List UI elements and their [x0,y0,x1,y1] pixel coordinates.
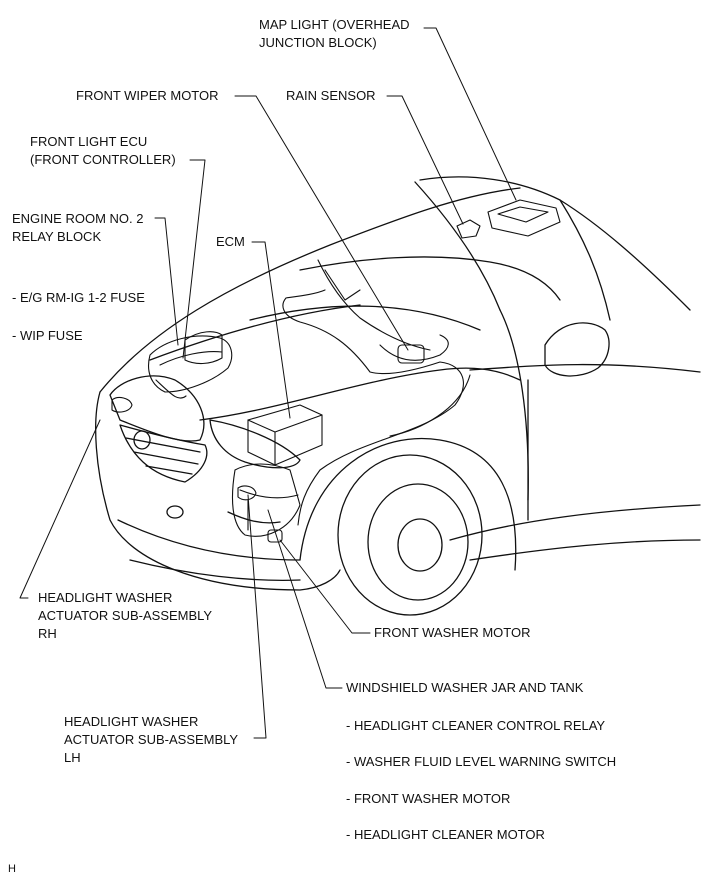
components [111,199,561,543]
wiring-harness [282,289,464,526]
label-headlight-washer-lh: HEADLIGHT WASHER ACTUATOR SUB-ASSEMBLY L… [64,714,239,765]
label-front-washer-motor: FRONT WASHER MOTOR [374,625,531,640]
label-headlight-cleaner-motor: - HEADLIGHT CLEANER MOTOR [346,827,545,842]
leader-lines [19,27,517,739]
label-washer-level-switch: - WASHER FLUID LEVEL WARNING SWITCH [346,754,617,769]
washer-jar-icon [231,463,301,537]
label-front-wiper-motor: FRONT WIPER MOTOR [76,88,219,103]
label-windshield-washer-jar: WINDSHIELD WASHER JAR AND TANK [346,680,584,695]
headlight-washer-lh-icon [237,485,257,501]
front-light-ecu-icon [147,335,233,393]
label-front-light-ecu: FRONT LIGHT ECU (FRONT CONTROLLER) [30,134,176,167]
label-eg-fuse: - E/G RM-IG 1-2 FUSE [12,290,145,305]
label-ecm: ECM [216,234,245,249]
label-rain-sensor: RAIN SENSOR [286,88,376,103]
label-engine-room-relay-block: ENGINE ROOM NO. 2 RELAY BLOCK [12,211,144,244]
label-headlight-cleaner-relay: - HEADLIGHT CLEANER CONTROL RELAY [346,718,606,733]
label-wip-fuse: - WIP FUSE [12,328,83,343]
ecm-icon [247,404,323,466]
map-light-icon [487,199,561,237]
label-front-washer-motor-sub: - FRONT WASHER MOTOR [346,791,511,806]
wiper-linkage [317,259,431,351]
label-headlight-washer-rh: HEADLIGHT WASHER ACTUATOR SUB-ASSEMBLY R… [38,590,213,641]
car-body-outline [95,176,701,616]
rain-sensor-icon [456,219,481,239]
relay-block-icon [184,331,223,365]
headlight-washer-rh-icon [111,396,133,413]
figure-code: H [8,863,16,875]
label-map-light: MAP LIGHT (OVERHEAD JUNCTION BLOCK) [259,17,410,50]
